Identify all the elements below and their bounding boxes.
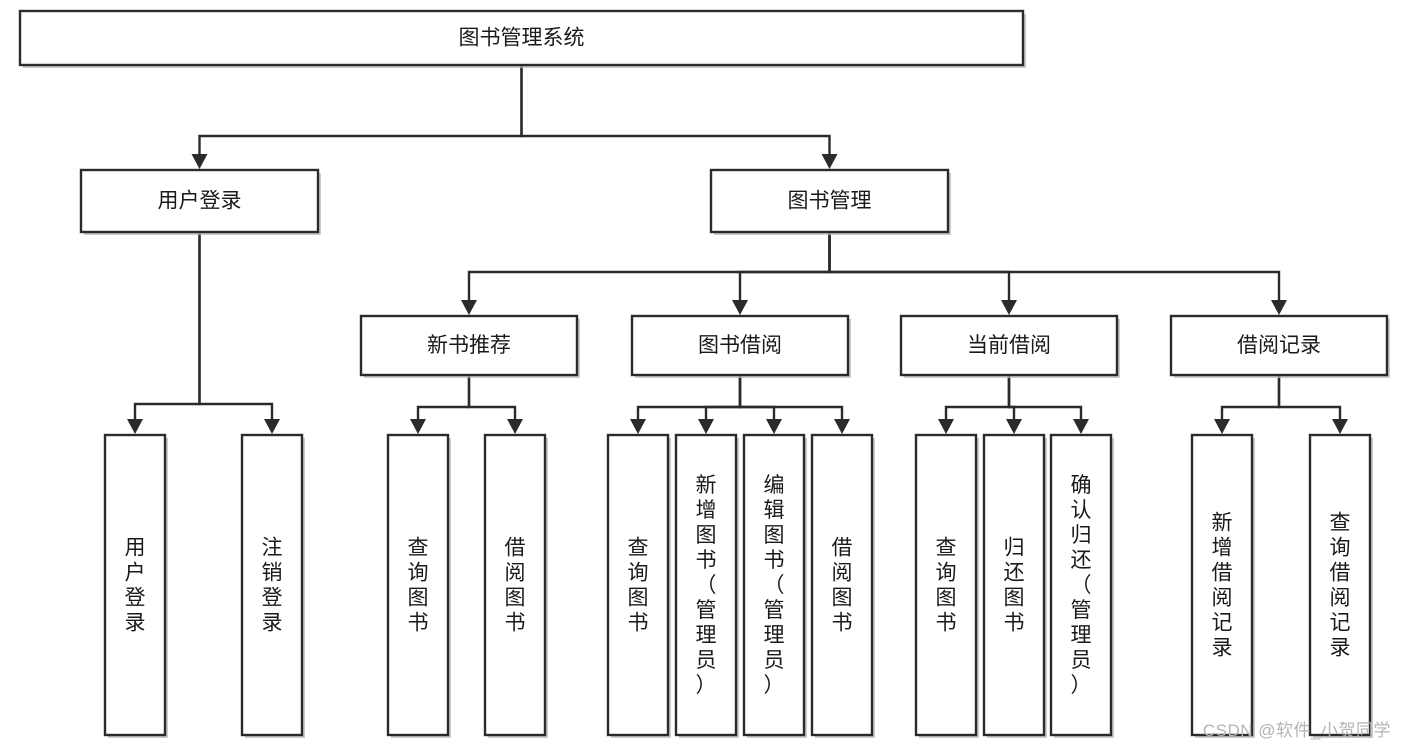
node-rect[interactable] — [709, 168, 950, 234]
node-book-manage[interactable]: 图书管理 — [709, 168, 951, 235]
connector-arrow — [938, 375, 1011, 434]
node-label: 查询借阅记录 — [1330, 512, 1351, 660]
node-rect[interactable] — [1169, 314, 1389, 377]
node-leaf-add-record[interactable]: 新增借阅记录 — [1190, 433, 1255, 738]
node-leaf-query-book-rec[interactable]: 查询图书 — [386, 433, 451, 738]
node-leaf-user-login[interactable]: 用户登录 — [103, 433, 168, 738]
node-label: 查询图书 — [936, 537, 957, 635]
node-rect[interactable] — [386, 433, 450, 737]
node-new-book-rec[interactable]: 新书推荐 — [359, 314, 580, 378]
connector-arrow — [191, 65, 523, 169]
connector-arrow — [1007, 375, 1089, 434]
node-leaf-add-book[interactable]: 新增图书（管理员） — [674, 433, 739, 738]
connector-arrow — [198, 232, 280, 434]
node-label: 借阅记录 — [1237, 334, 1321, 357]
connector-arrow — [738, 375, 782, 434]
node-leaf-confirm-return[interactable]: 确认归还（管理员） — [1049, 433, 1114, 738]
node-rect[interactable] — [359, 314, 579, 377]
node-leaf-borrow-book[interactable]: 借阅图书 — [810, 433, 875, 738]
node-rect[interactable] — [1049, 433, 1113, 737]
node-rect[interactable] — [899, 314, 1119, 377]
node-root[interactable]: 图书管理系统 — [18, 9, 1026, 68]
node-leaf-borrow-book-rec[interactable]: 借阅图书 — [483, 433, 548, 738]
node-label: 图书借阅 — [698, 334, 782, 357]
node-label: 用户登录 — [158, 190, 242, 213]
connector-arrow — [410, 375, 471, 434]
node-rect[interactable] — [18, 9, 1025, 67]
node-rect[interactable] — [1190, 433, 1254, 737]
node-label: 新书推荐 — [427, 334, 511, 357]
connector-arrow — [520, 65, 838, 169]
node-leaf-query-record[interactable]: 查询借阅记录 — [1308, 433, 1373, 738]
node-layer: 图书管理系统用户登录图书管理新书推荐图书借阅当前借阅借阅记录用户登录注销登录查询… — [18, 9, 1390, 738]
node-leaf-return-book[interactable]: 归还图书 — [982, 433, 1047, 738]
connector-arrow — [732, 232, 831, 315]
node-label: 归还图书 — [1004, 537, 1025, 635]
node-label: 借阅图书 — [832, 537, 853, 635]
node-rect[interactable] — [810, 433, 874, 737]
node-rect[interactable] — [630, 314, 850, 377]
node-label: 查询图书 — [628, 537, 649, 635]
node-label: 新增图书（管理员） — [696, 474, 717, 697]
connector-arrow — [630, 375, 742, 434]
connector-arrow — [461, 232, 831, 315]
connector-arrow — [828, 232, 1287, 315]
node-rect[interactable] — [103, 433, 167, 737]
node-label: 图书管理系统 — [459, 27, 585, 50]
node-rect[interactable] — [606, 433, 670, 737]
node-label: 新增借阅记录 — [1212, 512, 1233, 660]
connector-arrow — [698, 375, 742, 434]
connector-arrow — [1214, 375, 1281, 434]
node-label: 用户登录 — [125, 537, 146, 635]
node-leaf-query-book-cur[interactable]: 查询图书 — [914, 433, 979, 738]
node-rect[interactable] — [240, 433, 304, 737]
node-label: 借阅图书 — [505, 537, 526, 635]
node-label: 图书管理 — [788, 190, 872, 213]
connector-arrow — [467, 375, 523, 434]
node-leaf-edit-book[interactable]: 编辑图书（管理员） — [742, 433, 807, 738]
node-leaf-logout[interactable]: 注销登录 — [240, 433, 305, 738]
node-rect[interactable] — [1308, 433, 1372, 737]
csdn-watermark: CSDN @软件_小贺同学 — [1202, 721, 1391, 740]
node-label: 当前借阅 — [967, 334, 1051, 357]
node-label: 查询图书 — [408, 537, 429, 635]
connector-arrow — [738, 375, 850, 434]
connector-arrow — [127, 232, 201, 434]
node-rect[interactable] — [79, 168, 320, 234]
connector-arrow — [828, 232, 1017, 315]
node-current-borrow[interactable]: 当前借阅 — [899, 314, 1120, 378]
node-label: 注销登录 — [262, 537, 283, 635]
connector-arrow — [1277, 375, 1348, 434]
node-rect[interactable] — [674, 433, 738, 737]
node-rect[interactable] — [982, 433, 1046, 737]
node-rect[interactable] — [914, 433, 978, 737]
node-borrow-record[interactable]: 借阅记录 — [1169, 314, 1390, 378]
node-user-login[interactable]: 用户登录 — [79, 168, 321, 235]
node-label: 确认归还（管理员） — [1071, 474, 1092, 697]
edge-layer — [127, 65, 1348, 434]
node-rect[interactable] — [483, 433, 547, 737]
node-leaf-query-book-borrow[interactable]: 查询图书 — [606, 433, 671, 738]
node-rect[interactable] — [742, 433, 806, 737]
node-book-borrow[interactable]: 图书借阅 — [630, 314, 851, 378]
node-label: 编辑图书（管理员） — [764, 474, 785, 697]
